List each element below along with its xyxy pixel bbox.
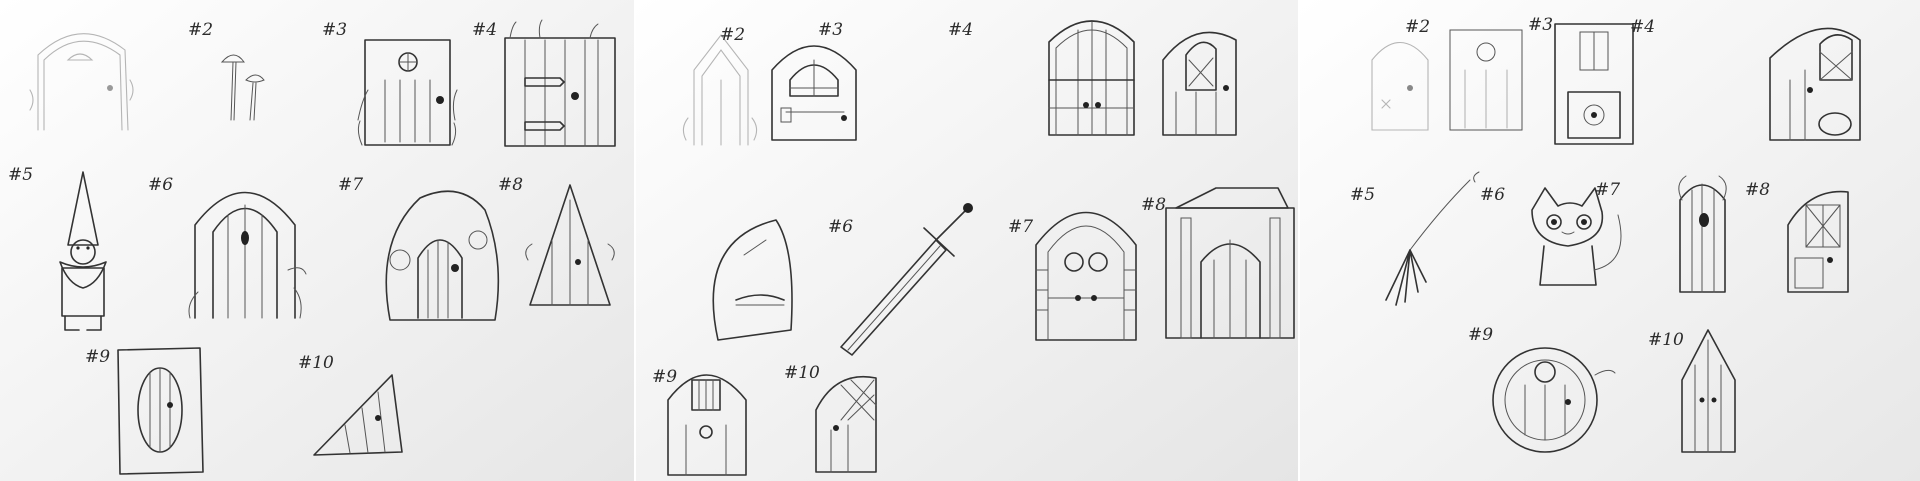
sketch-5-broom-c: [1385, 171, 1480, 306]
sketch-label-2c: #2: [1405, 17, 1430, 37]
sketch-label-8: #8: [498, 175, 523, 195]
sketch-label-9c: #9: [1468, 325, 1493, 345]
sketch-label-3c: #3: [1528, 15, 1553, 35]
sketch-label-5c: #5: [1350, 185, 1375, 205]
sketch-label-7: #7: [338, 175, 363, 195]
sketch-label-7c: #7: [1595, 180, 1620, 200]
sketch-label-8b: #8: [1141, 195, 1166, 215]
sheet-2-drawing: #2 #3: [636, 0, 1298, 481]
sketch-label-6c: #6: [1480, 185, 1505, 205]
sketch-9-round-door-c: [1492, 347, 1616, 453]
sketch-10-wedge-door: [313, 374, 403, 456]
sketch-2-mushrooms: [220, 54, 265, 121]
sketch-6-sword: [840, 203, 973, 356]
sketch-label-5: #5: [8, 165, 33, 185]
sketch-helmet: [712, 219, 793, 341]
sketch-label-4: #4: [472, 20, 497, 40]
sketch-3-panel-door-c: [1554, 23, 1634, 145]
sketch-label-6: #6: [148, 175, 173, 195]
sketch-2-wreath-door-c: [1449, 29, 1523, 131]
sketch-1-faint-door-c: [1371, 42, 1429, 131]
sketch-6-stone-arch-door: [188, 191, 307, 319]
sketch-label-2b: #2: [720, 25, 745, 45]
sketch-1-faint-door: [29, 33, 134, 131]
sketch-label-9b: #9: [652, 367, 677, 387]
sketch-label-7b: #7: [1008, 217, 1033, 237]
sketch-1-faint-gothic-door: [682, 34, 758, 146]
sketch-3-ornate-door: [1048, 20, 1135, 136]
sketch-5-gnome: [59, 171, 107, 331]
sheet-3-drawing: #2 #3 #4: [1300, 0, 1920, 481]
sketch-label-3: #3: [322, 20, 347, 40]
sketch-label-3b: #3: [818, 20, 843, 40]
sketch-label-6b: #6: [828, 217, 853, 237]
sketch-label-2: #2: [188, 20, 213, 40]
sketch-7-boulder-door: [385, 190, 500, 321]
sketch-9-grate-door: [667, 374, 747, 476]
sketch-10-lattice-door: [815, 376, 877, 473]
sketch-label-4c: #4: [1630, 17, 1655, 37]
sketch-7-brick-arch-door: [1035, 211, 1137, 341]
sketch-7-vine-door-c: [1678, 175, 1727, 293]
sheet-1-drawing: #2 #3 #4: [0, 0, 634, 481]
sketch-9-oval-door: [117, 347, 204, 475]
sketch-8-aframe-door: [525, 184, 615, 306]
sketch-sheet-2: #2 #3: [636, 0, 1298, 481]
sketch-8-lattice-door-c: [1787, 190, 1849, 293]
sketch-4-plank-door: [504, 19, 616, 147]
sketch-label-10b: #10: [784, 363, 820, 383]
sketch-8-temple-door: [1165, 187, 1295, 339]
sketch-label-9: #9: [85, 347, 110, 367]
sketch-6-cat-c: [1531, 187, 1622, 286]
sketch-label-4b: #4: [948, 20, 973, 40]
sketch-sheet-1: #2 #3 #4: [0, 0, 634, 481]
sketch-label-8c: #8: [1745, 180, 1770, 200]
sketch-4-cauldron-door-c: [1769, 27, 1861, 141]
sketch-4-cross-window-door: [1162, 31, 1237, 136]
sketch-2-round-door: [771, 45, 857, 141]
sketch-3-grassy-door: [357, 39, 458, 146]
sketch-10-pointed-door-c: [1681, 329, 1736, 453]
sketch-sheet-3: #2 #3 #4: [1300, 0, 1920, 481]
sketch-label-10: #10: [298, 353, 334, 373]
sketch-label-10c: #10: [1648, 330, 1684, 350]
